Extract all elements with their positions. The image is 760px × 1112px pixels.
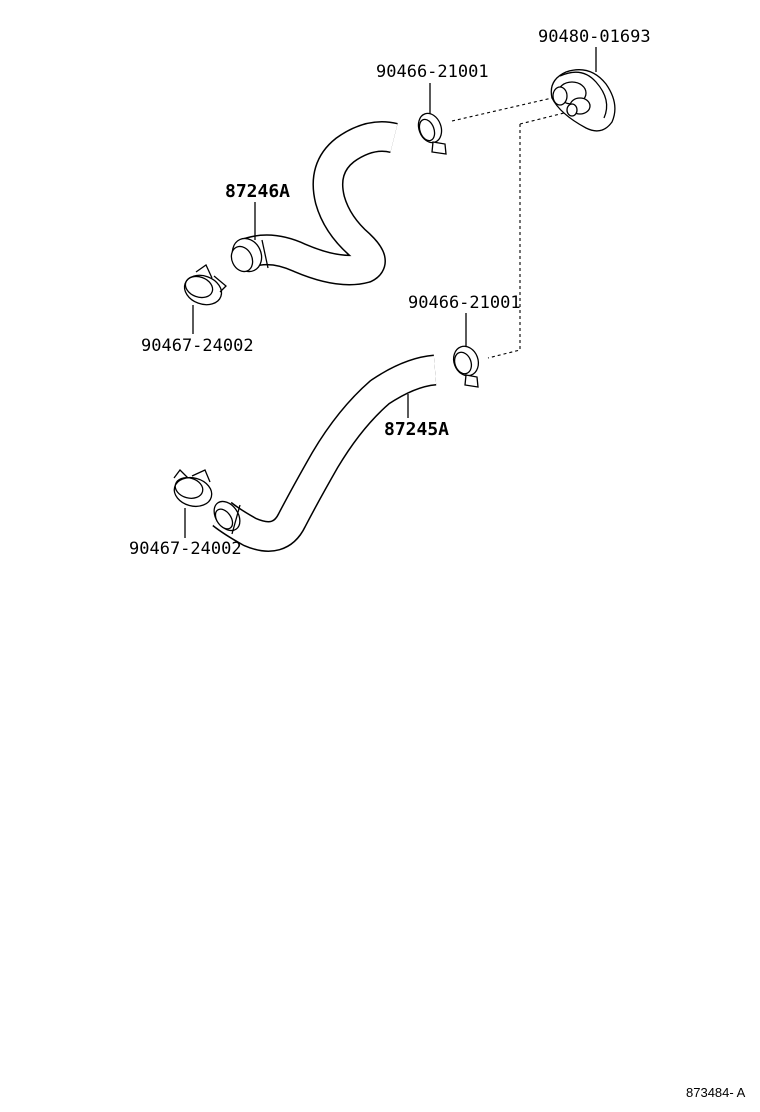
label-clamp-lower-left: 90467-24002 [129, 539, 242, 559]
hose-87246a [230, 121, 398, 286]
grommet-90480-01693 [550, 69, 616, 132]
clamp-90466-21001-upper [417, 112, 447, 155]
label-hose-lower: 87245A [384, 419, 449, 440]
hose-87245a [212, 354, 437, 552]
connection-lines [451, 97, 569, 359]
label-clamp-upper-left: 90467-24002 [141, 336, 254, 356]
label-hose-upper: 87246A [225, 181, 290, 202]
label-clamp-lower-right: 90466-21001 [408, 293, 521, 313]
label-grommet: 90480-01693 [538, 27, 651, 47]
clamp-90467-24002-upper [183, 264, 227, 306]
label-clamp-upper-right: 90466-21001 [376, 62, 489, 82]
clamp-90466-21001-lower [452, 345, 480, 388]
clamp-90467-24002-lower [173, 469, 213, 508]
reference-code: 873484- A [686, 1085, 746, 1100]
leader-lines [184, 47, 597, 538]
